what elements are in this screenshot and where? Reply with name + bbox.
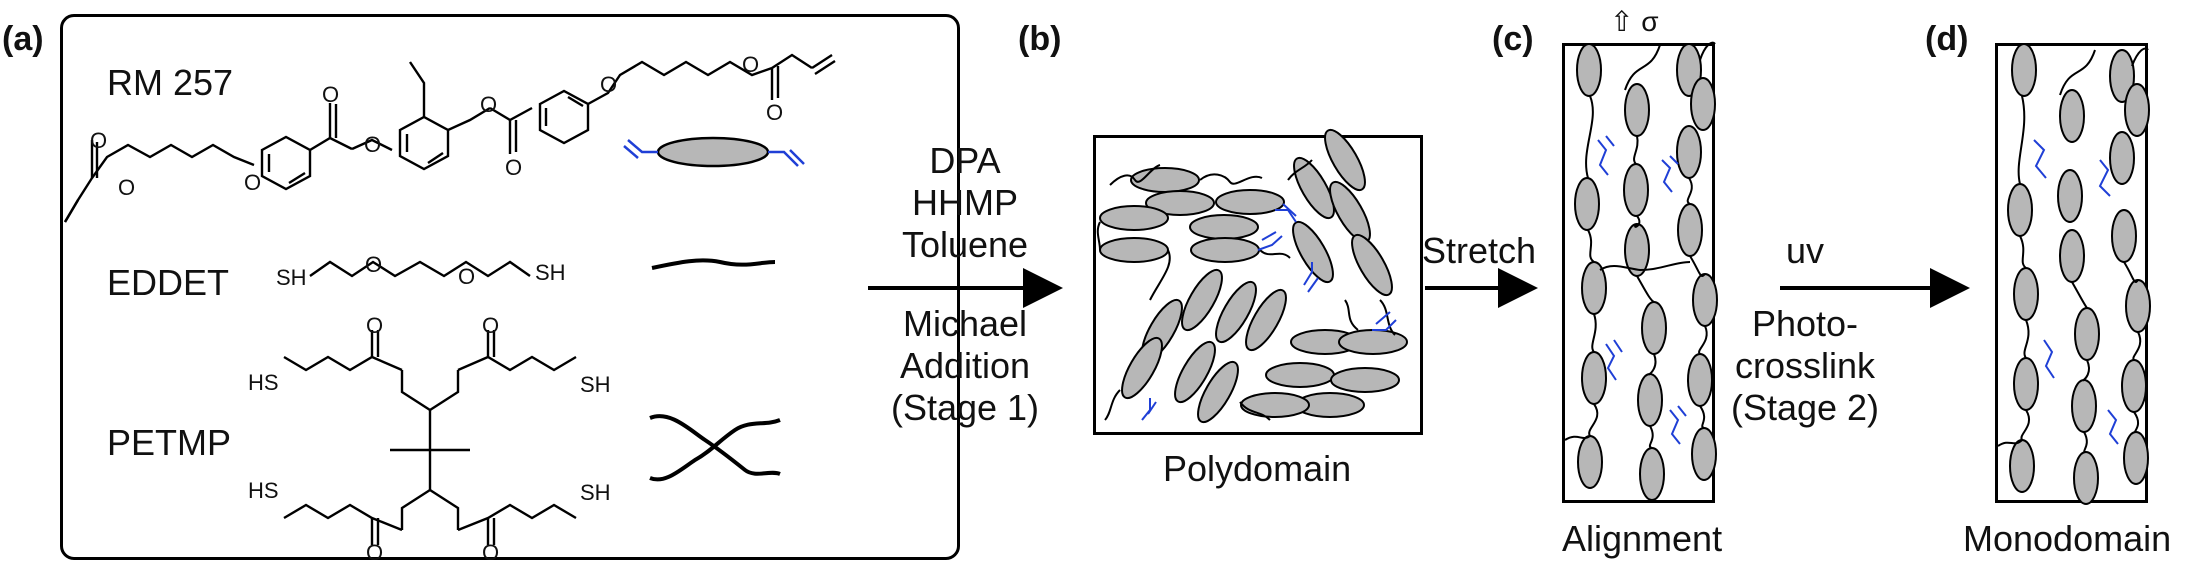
- reagent-hhmp: HHMP: [912, 182, 1018, 223]
- eddet-o-2: O: [458, 264, 476, 289]
- petmp-o-2: O: [482, 313, 500, 338]
- rm257-benzene-1: [260, 135, 312, 191]
- panel-label-c: (c): [1492, 20, 1534, 58]
- photo-line-2: crosslink: [1734, 345, 1876, 386]
- atom-o-2: O: [118, 175, 136, 200]
- petmp-crosslink-icon: [649, 414, 781, 482]
- atom-o-7: O: [505, 155, 523, 180]
- atom-o-6: O: [480, 92, 498, 117]
- atom-o-9: O: [742, 52, 760, 77]
- photo-line-3: (Stage 2): [1730, 387, 1880, 428]
- reagent-toluene: Toluene: [901, 224, 1029, 265]
- eddet-sh: SH: [535, 260, 566, 285]
- petmp-sh-1: SH: [580, 372, 611, 397]
- petmp-o-1: O: [366, 313, 384, 338]
- rm257-benzene-3: [538, 89, 590, 145]
- reaction-line-1: Michael: [902, 303, 1028, 344]
- polydomain-box: [1093, 135, 1423, 435]
- alignment-box: [1562, 43, 1715, 503]
- monodomain-network: [1997, 43, 2151, 505]
- aligned-network: [1564, 41, 1718, 501]
- mesogen-icon: [623, 136, 805, 168]
- polydomain-network: [1096, 128, 1408, 424]
- panel-label-a: (a): [2, 20, 44, 58]
- alignment-label: Alignment: [1562, 518, 1723, 559]
- rm257-label: RM 257: [107, 62, 234, 103]
- atom-o-8: O: [600, 72, 618, 97]
- reagent-dpa: DPA: [929, 140, 1001, 181]
- atom-o-4: O: [322, 82, 340, 107]
- eddet-chain-icon: [651, 258, 776, 270]
- eddet-structure: [309, 260, 531, 278]
- petmp-hs-1: HS: [248, 370, 279, 395]
- reaction-line-2: Addition: [899, 345, 1031, 386]
- polydomain-label: Polydomain: [1163, 448, 1352, 489]
- petmp-o-4: O: [482, 540, 500, 565]
- eddet-o-1: O: [365, 252, 383, 277]
- stress-sigma: ⇧ σ: [1610, 6, 1659, 37]
- reaction-line-3: (Stage 1): [890, 387, 1040, 428]
- atom-o-1: O: [90, 128, 108, 153]
- stretch-label: Stretch: [1422, 230, 1537, 271]
- petmp-sh-2: SH: [580, 480, 611, 505]
- reagent-list: DPA HHMP Toluene: [860, 140, 1070, 266]
- reaction-stage1: Michael Addition (Stage 1): [850, 303, 1080, 429]
- petmp-hs-2: HS: [248, 478, 279, 503]
- panel-label-d: (d): [1925, 20, 1969, 58]
- monodomain-label: Monodomain: [1963, 518, 2172, 559]
- atom-o-10: O: [766, 100, 784, 125]
- rm257-left-acrylate: [63, 143, 255, 223]
- eddet-hs: SH: [276, 265, 307, 290]
- monodomain-box: [1995, 43, 2148, 503]
- uv-label: uv: [1785, 230, 1825, 271]
- petmp-label: PETMP: [107, 422, 232, 463]
- atom-o-5: O: [364, 132, 382, 157]
- reaction-stage2: Photo- crosslink (Stage 2): [1700, 303, 1910, 429]
- photo-line-1: Photo-: [1751, 303, 1859, 344]
- atom-o-3: O: [244, 170, 262, 195]
- petmp-o-3: O: [366, 540, 384, 565]
- eddet-label: EDDET: [107, 262, 230, 303]
- panel-label-b: (b): [1018, 20, 1062, 58]
